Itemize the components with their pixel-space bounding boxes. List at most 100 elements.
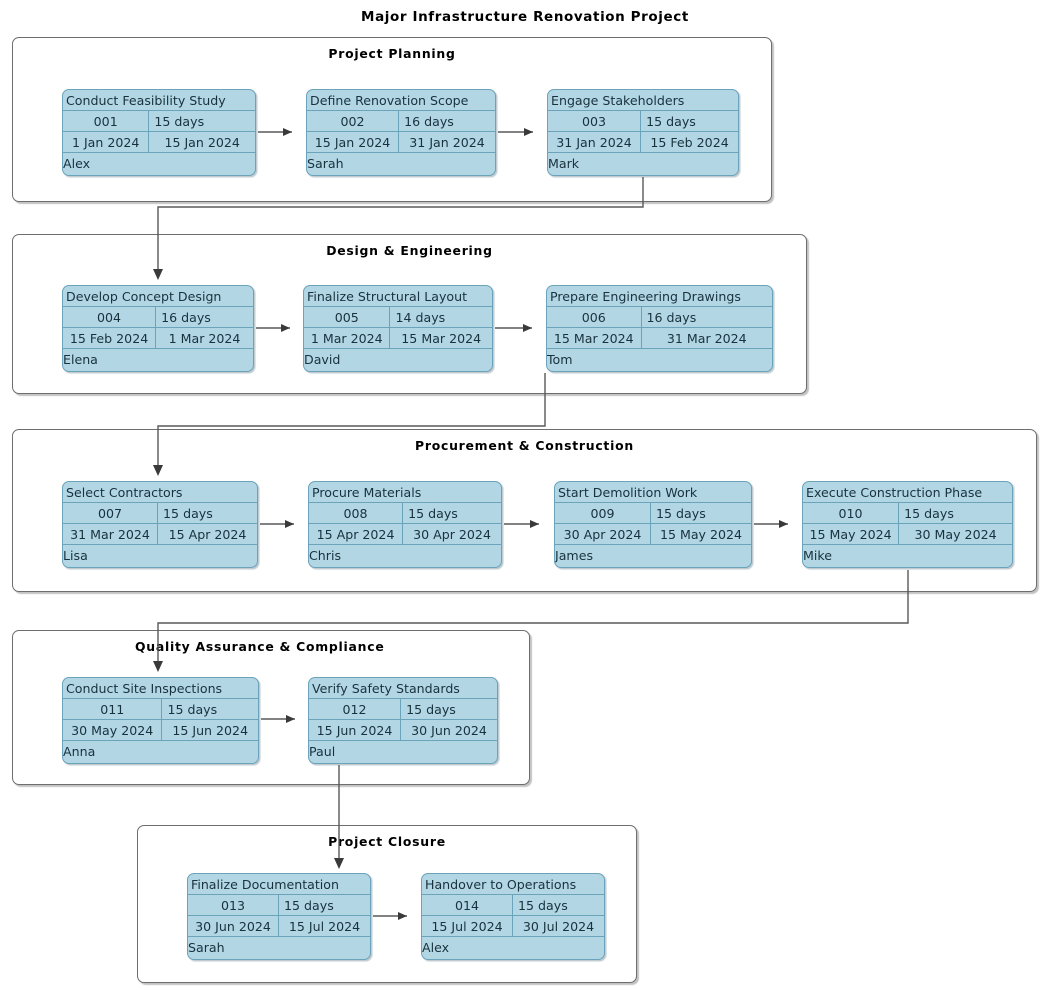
- task-duration: 15 days: [646, 114, 696, 129]
- task-id: 006: [547, 307, 642, 327]
- task-title: Execute Construction Phase: [803, 482, 1012, 503]
- task-owner: Chris: [309, 548, 342, 563]
- task-card[interactable]: Develop Concept Design 004 16 days 15 Fe…: [62, 285, 254, 372]
- task-id: 011: [63, 699, 163, 719]
- task-duration: 14 days: [395, 310, 446, 325]
- task-card[interactable]: Conduct Site Inspections 011 15 days 30 …: [62, 677, 259, 764]
- task-title: Conduct Site Inspections: [63, 678, 258, 699]
- task-duration: 15 days: [284, 898, 334, 913]
- task-title: Prepare Engineering Drawings: [547, 286, 772, 307]
- task-title: Finalize Documentation: [188, 874, 370, 895]
- task-id: 008: [309, 503, 404, 523]
- task-duration: 15 days: [904, 506, 954, 521]
- task-end-date: 15 Jul 2024: [288, 919, 361, 934]
- task-title: Engage Stakeholders: [548, 90, 738, 111]
- task-duration: 16 days: [646, 310, 697, 325]
- phase-title: Design & Engineering: [326, 243, 493, 258]
- task-end-date: 15 Jun 2024: [172, 723, 249, 738]
- task-id: 012: [309, 699, 402, 719]
- task-duration: 15 days: [406, 702, 456, 717]
- task-title: Finalize Structural Layout: [304, 286, 492, 307]
- phase-title: Procurement & Construction: [415, 438, 634, 453]
- task-owner: Mark: [548, 156, 580, 171]
- task-card[interactable]: Select Contractors 007 15 days 31 Mar 20…: [62, 481, 258, 568]
- task-duration: 15 days: [167, 702, 218, 717]
- task-owner: Anna: [63, 744, 96, 759]
- task-id: 001: [63, 111, 150, 131]
- task-card[interactable]: Finalize Documentation 013 15 days 30 Ju…: [187, 873, 371, 960]
- task-card[interactable]: Finalize Structural Layout 005 14 days 1…: [303, 285, 493, 372]
- task-id: 013: [188, 895, 279, 915]
- task-id: 014: [422, 895, 513, 915]
- task-start-date: 30 Apr 2024: [555, 524, 652, 544]
- task-duration: 15 days: [656, 506, 706, 521]
- task-card[interactable]: Define Renovation Scope 002 16 days 15 J…: [306, 89, 496, 176]
- task-card[interactable]: Verify Safety Standards 012 15 days 15 J…: [308, 677, 498, 764]
- task-duration: 15 days: [154, 114, 205, 129]
- phase-title: Quality Assurance & Compliance: [135, 639, 385, 654]
- task-id: 007: [63, 503, 159, 523]
- task-start-date: 30 Jun 2024: [188, 916, 279, 936]
- task-title: Conduct Feasibility Study: [63, 90, 255, 111]
- task-duration: 15 days: [408, 506, 458, 521]
- task-card[interactable]: Execute Construction Phase 010 15 days 1…: [802, 481, 1013, 568]
- task-card[interactable]: Prepare Engineering Drawings 006 16 days…: [546, 285, 773, 372]
- task-start-date: 1 Jan 2024: [63, 132, 150, 152]
- task-end-date: 31 Mar 2024: [666, 331, 747, 346]
- task-duration: 15 days: [163, 506, 213, 521]
- task-start-date: 31 Jan 2024: [548, 132, 642, 152]
- task-start-date: 15 Jun 2024: [309, 720, 402, 740]
- task-end-date: 15 Feb 2024: [650, 135, 729, 150]
- task-title: Start Demolition Work: [555, 482, 751, 503]
- task-end-date: 30 May 2024: [914, 527, 997, 542]
- task-title: Verify Safety Standards: [309, 678, 497, 699]
- task-owner: Sarah: [307, 156, 344, 171]
- task-end-date: 15 Jan 2024: [164, 135, 240, 150]
- task-end-date: 31 Jan 2024: [409, 135, 485, 150]
- task-card[interactable]: Start Demolition Work 009 15 days 30 Apr…: [554, 481, 752, 568]
- task-title: Define Renovation Scope: [307, 90, 495, 111]
- task-start-date: 30 May 2024: [63, 720, 163, 740]
- task-card[interactable]: Handover to Operations 014 15 days 15 Ju…: [421, 873, 605, 960]
- task-title: Procure Materials: [309, 482, 501, 503]
- task-start-date: 1 Mar 2024: [304, 328, 391, 348]
- task-card[interactable]: Procure Materials 008 15 days 15 Apr 202…: [308, 481, 502, 568]
- task-duration: 16 days: [404, 114, 454, 129]
- task-owner: Alex: [422, 940, 450, 955]
- task-end-date: 15 Apr 2024: [168, 527, 247, 542]
- task-owner: Tom: [547, 352, 573, 367]
- task-start-date: 15 Apr 2024: [309, 524, 404, 544]
- task-start-date: 15 Jul 2024: [422, 916, 513, 936]
- task-owner: Sarah: [188, 940, 225, 955]
- task-owner: James: [555, 548, 594, 563]
- task-end-date: 30 Jul 2024: [522, 919, 595, 934]
- task-end-date: 30 Apr 2024: [413, 527, 491, 542]
- task-start-date: 15 Feb 2024: [63, 328, 157, 348]
- task-id: 003: [548, 111, 642, 131]
- task-end-date: 15 May 2024: [659, 527, 743, 542]
- task-owner: Alex: [63, 156, 91, 171]
- task-start-date: 15 Jan 2024: [307, 132, 400, 152]
- task-end-date: 1 Mar 2024: [168, 331, 241, 346]
- task-duration: 16 days: [161, 310, 211, 325]
- task-duration: 15 days: [518, 898, 568, 913]
- task-title: Select Contractors: [63, 482, 257, 503]
- task-start-date: 15 May 2024: [803, 524, 900, 544]
- task-id: 004: [63, 307, 157, 327]
- task-title: Develop Concept Design: [63, 286, 253, 307]
- task-owner: Paul: [309, 744, 336, 759]
- task-end-date: 15 Mar 2024: [401, 331, 482, 346]
- task-owner: Mike: [803, 548, 832, 563]
- phase-title: Project Planning: [328, 46, 456, 61]
- task-title: Handover to Operations: [422, 874, 604, 895]
- task-card[interactable]: Engage Stakeholders 003 15 days 31 Jan 2…: [547, 89, 739, 176]
- page-title: Major Infrastructure Renovation Project: [361, 9, 689, 25]
- task-owner: David: [304, 352, 341, 367]
- phase-title: Project Closure: [328, 834, 446, 849]
- task-id: 005: [304, 307, 391, 327]
- task-card[interactable]: Conduct Feasibility Study 001 15 days 1 …: [62, 89, 256, 176]
- task-owner: Lisa: [63, 548, 88, 563]
- task-id: 002: [307, 111, 400, 131]
- task-start-date: 15 Mar 2024: [547, 328, 642, 348]
